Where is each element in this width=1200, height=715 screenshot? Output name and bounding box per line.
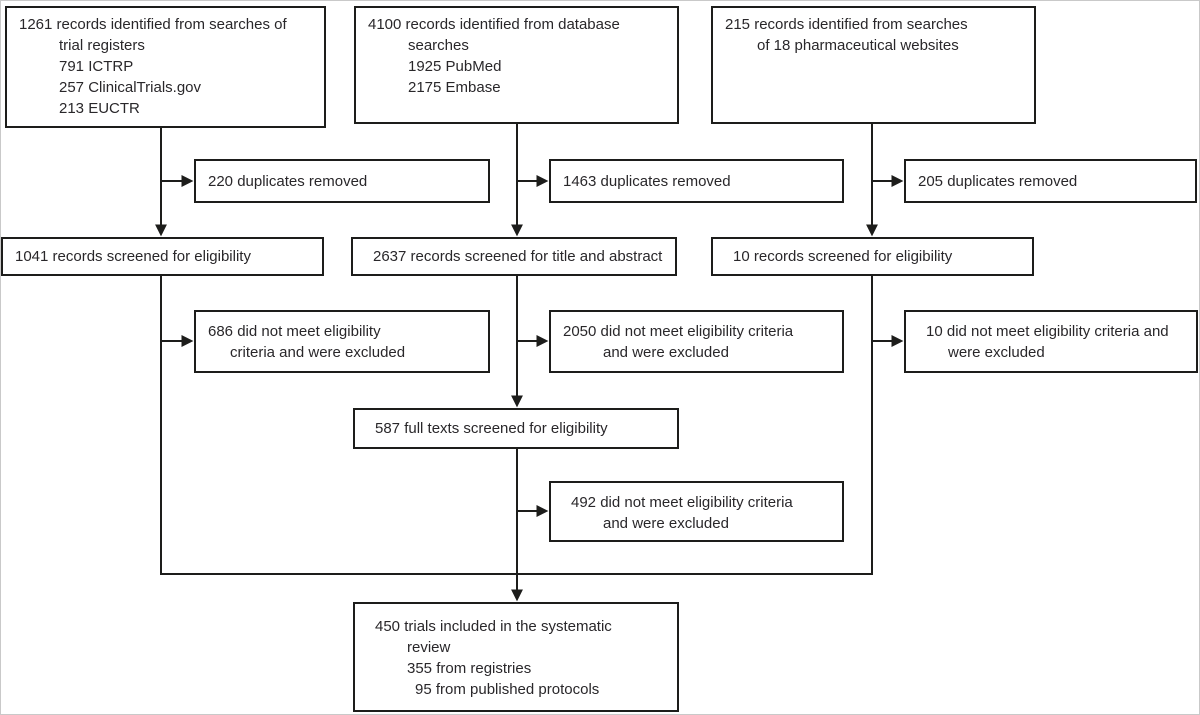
- box-text-line: 4100 records identified from database: [368, 16, 620, 33]
- box-text-line: 2050 did not meet eligibility criteria: [563, 323, 794, 340]
- box-text-line: and were excluded: [603, 344, 729, 361]
- box-registers-screened: 1041 records screened for eligibility: [1, 237, 324, 276]
- box-pharma-duplicates-removed: 205 duplicates removed: [904, 159, 1197, 203]
- box-text-line: 220 duplicates removed: [208, 172, 368, 190]
- box-text-line: 95 from published protocols: [415, 681, 600, 698]
- box-text-line: were excluded: [948, 344, 1045, 361]
- box-database-excluded: 2050 did not meet eligibility criteria a…: [549, 310, 844, 373]
- box-fulltext-excluded: 492 did not meet eligibility criteria an…: [549, 481, 844, 542]
- box-text-line: review: [407, 639, 451, 656]
- box-text-line: 257 ClinicalTrials.gov: [59, 79, 202, 96]
- box-registers-duplicates-removed: 220 duplicates removed: [194, 159, 490, 203]
- box-text-line: 355 from registries: [407, 660, 532, 677]
- box-fulltext-screened: 587 full texts screened for eligibility: [353, 408, 679, 449]
- box-database-duplicates-removed: 1463 duplicates removed: [549, 159, 844, 203]
- box-pharma-identified: 215 records identified from searches of …: [711, 6, 1036, 124]
- box-text-line: and were excluded: [603, 515, 729, 532]
- box-text-line: 450 trials included in the systematic: [375, 618, 612, 635]
- box-pharma-excluded: 10 did not meet eligibility criteria and…: [904, 310, 1198, 373]
- box-text-line: 587 full texts screened for eligibility: [375, 420, 608, 437]
- box-text-line: 2175 Embase: [408, 79, 501, 96]
- box-registers-identified: 1261 records identified from searches of…: [5, 6, 326, 128]
- box-database-screened: 2637 records screened for title and abst…: [351, 237, 677, 276]
- box-text-line: 205 duplicates removed: [918, 172, 1078, 190]
- box-text-line: 10 did not meet eligibility criteria and: [926, 323, 1169, 340]
- box-text-line: 686 did not meet eligibility: [208, 323, 381, 340]
- box-database-identified: 4100 records identified from database se…: [354, 6, 679, 124]
- box-text-line: 215 records identified from searches: [725, 16, 968, 33]
- box-text-line: 1041 records screened for eligibility: [15, 248, 251, 265]
- box-text-line: criteria and were excluded: [230, 344, 406, 361]
- box-text-line: 492 did not meet eligibility criteria: [571, 494, 793, 511]
- box-text-line: 1925 PubMed: [408, 58, 502, 75]
- box-text-line: 1463 duplicates removed: [563, 172, 731, 190]
- box-text-line: 1261 records identified from searches of: [19, 16, 287, 33]
- box-text-line: 10 records screened for eligibility: [733, 248, 953, 265]
- box-registers-excluded: 686 did not meet eligibility criteria an…: [194, 310, 490, 373]
- box-text-line: trial registers: [59, 37, 145, 54]
- box-text-line: 213 EUCTR: [59, 100, 140, 117]
- box-text-line: 2637 records screened for title and abst…: [373, 248, 663, 265]
- box-text-line: 791 ICTRP: [59, 58, 134, 75]
- box-text-line: of 18 pharmaceutical websites: [757, 37, 959, 54]
- box-text-line: searches: [408, 37, 469, 54]
- box-pharma-screened: 10 records screened for eligibility: [711, 237, 1034, 276]
- box-included-in-review: 450 trials included in the systematic re…: [353, 602, 679, 712]
